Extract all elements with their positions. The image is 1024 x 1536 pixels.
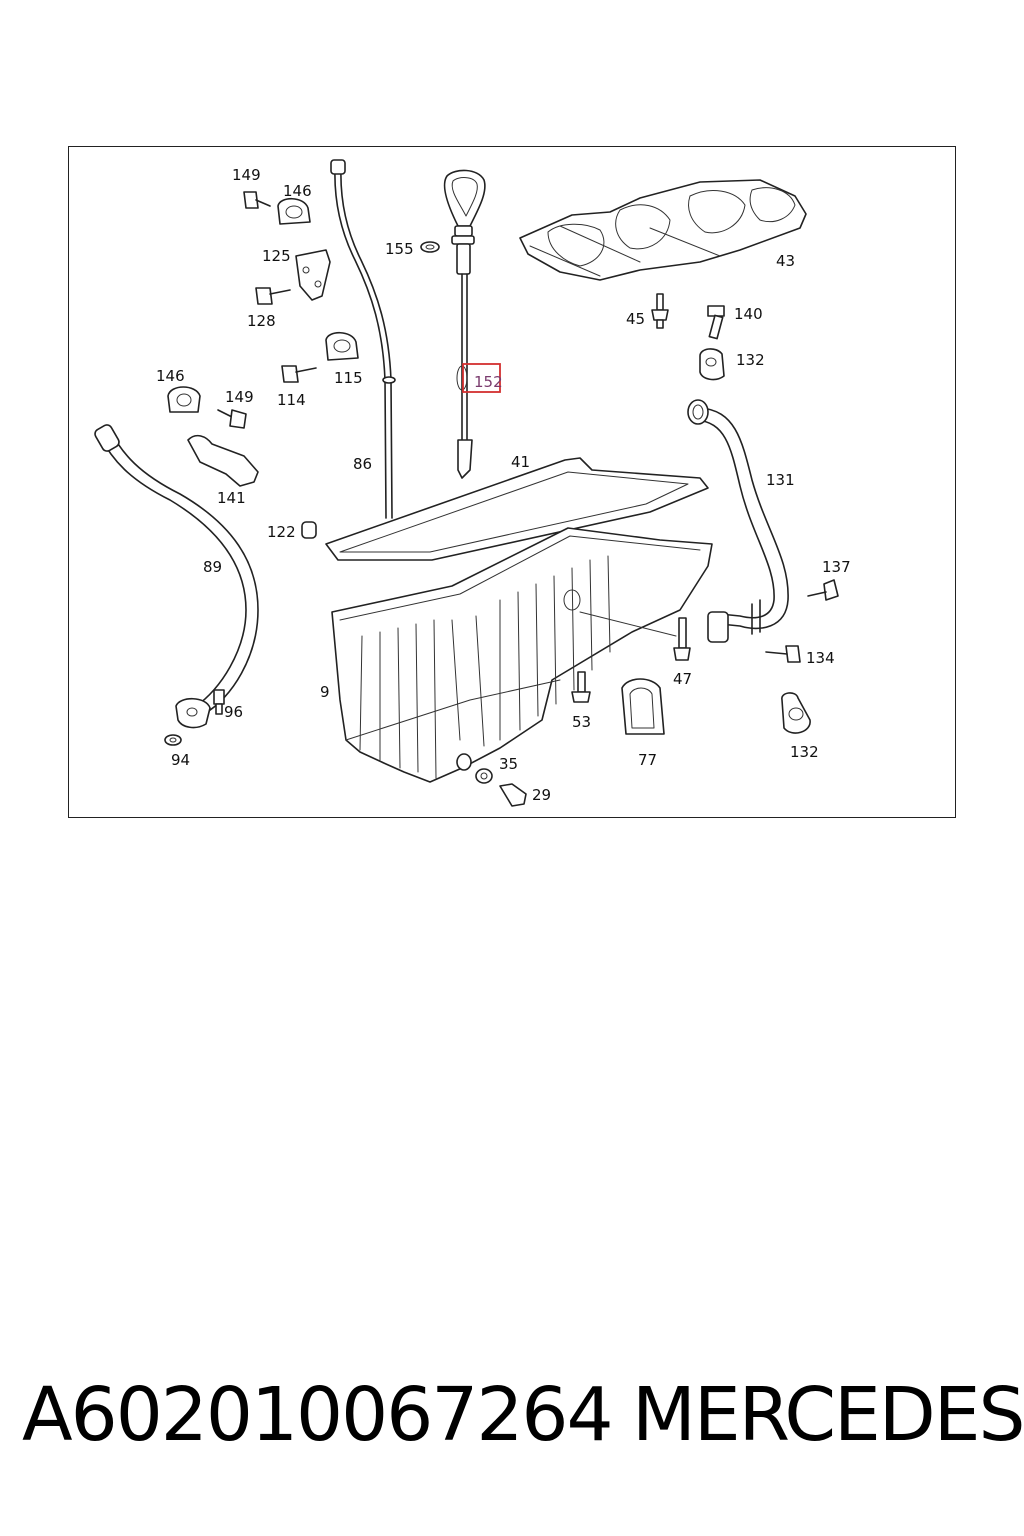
callout-155: 155 [385, 240, 414, 258]
footer-caption: A602010067264 MERCEDES [22, 1372, 1024, 1472]
dipstick-guide-tube [330, 159, 396, 519]
callout-134: 134 [806, 649, 835, 667]
callout-132: 132 [790, 743, 819, 761]
drain-bolt-lower [456, 753, 472, 771]
callout-146: 146 [156, 367, 185, 385]
bracket-125 [295, 249, 331, 301]
stud-47 [673, 617, 691, 661]
gasket-77 [621, 678, 665, 735]
drain-plug-29 [499, 783, 527, 807]
callout-132: 132 [736, 351, 765, 369]
callout-41: 41 [511, 453, 530, 471]
oil-deflector-43 [519, 179, 807, 281]
callout-labels: 149 146 125 128 155 43 45 140 132 146 14… [156, 166, 851, 804]
callout-53: 53 [572, 713, 591, 731]
callout-115: 115 [334, 369, 363, 387]
clamp-146-upper [277, 197, 311, 225]
bolt-149-lower [217, 409, 247, 429]
highlight-box-152 [462, 363, 501, 393]
callout-45: 45 [626, 310, 645, 328]
oil-pan-9 [331, 527, 713, 783]
clamp-115 [325, 331, 359, 361]
oil-return-pipe-89 [94, 424, 259, 729]
callout-9: 9 [320, 683, 330, 701]
cap-122 [301, 521, 317, 539]
hose-clip-132-lower [781, 692, 811, 734]
callout-137: 137 [822, 558, 851, 576]
bolt-128 [255, 287, 291, 305]
callout-152: 152 [474, 373, 503, 391]
breather-hose-131 [687, 399, 789, 643]
o-ring-155 [420, 241, 440, 253]
bolt-137 [807, 579, 839, 601]
callout-43: 43 [776, 252, 795, 270]
bolt-134 [765, 645, 801, 663]
callout-114: 114 [277, 391, 306, 409]
hose-clip-132-upper [699, 348, 725, 381]
clamp-146-lower [167, 386, 201, 413]
bolt-45 [651, 293, 669, 329]
callout-35: 35 [499, 755, 518, 773]
brand-name: MERCEDES [632, 1372, 1024, 1458]
callout-122: 122 [267, 523, 296, 541]
bolt-96 [213, 689, 225, 715]
oil-dipstick [443, 169, 486, 479]
callout-89: 89 [203, 558, 222, 576]
washer-35 [475, 768, 493, 784]
bolt-149-upper [243, 191, 271, 209]
callout-86: 86 [353, 455, 372, 473]
stud-53 [571, 671, 591, 703]
callout-77: 77 [638, 751, 657, 769]
callout-141: 141 [217, 489, 246, 507]
bracket-141 [187, 434, 259, 487]
callout-47: 47 [673, 670, 692, 688]
callout-146: 146 [283, 182, 312, 200]
callout-140: 140 [734, 305, 763, 323]
callout-96: 96 [224, 703, 243, 721]
part-number: A602010067264 [22, 1372, 614, 1458]
callout-125: 125 [262, 247, 291, 265]
callout-131: 131 [766, 471, 795, 489]
callout-128: 128 [247, 312, 276, 330]
bolt-114 [281, 365, 317, 383]
oil-pan-gasket-41 [325, 457, 709, 561]
washer-94 [164, 734, 182, 746]
callout-149: 149 [225, 388, 254, 406]
callout-94: 94 [171, 751, 190, 769]
callout-29: 29 [532, 786, 551, 804]
callout-149: 149 [232, 166, 261, 184]
bolt-140 [707, 305, 725, 340]
